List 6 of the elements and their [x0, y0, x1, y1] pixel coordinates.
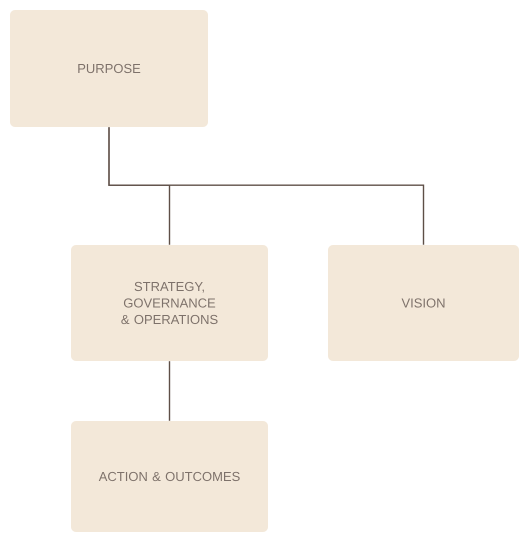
process-box: STRATEGY, GOVERNANCE & OPERATIONS	[71, 245, 268, 361]
process-box: ACTION & OUTCOMES	[71, 421, 268, 532]
process-box: PURPOSE	[10, 10, 208, 127]
connector-line	[168, 361, 170, 421]
connector-line	[108, 127, 424, 245]
process-box: VISION	[328, 245, 519, 361]
